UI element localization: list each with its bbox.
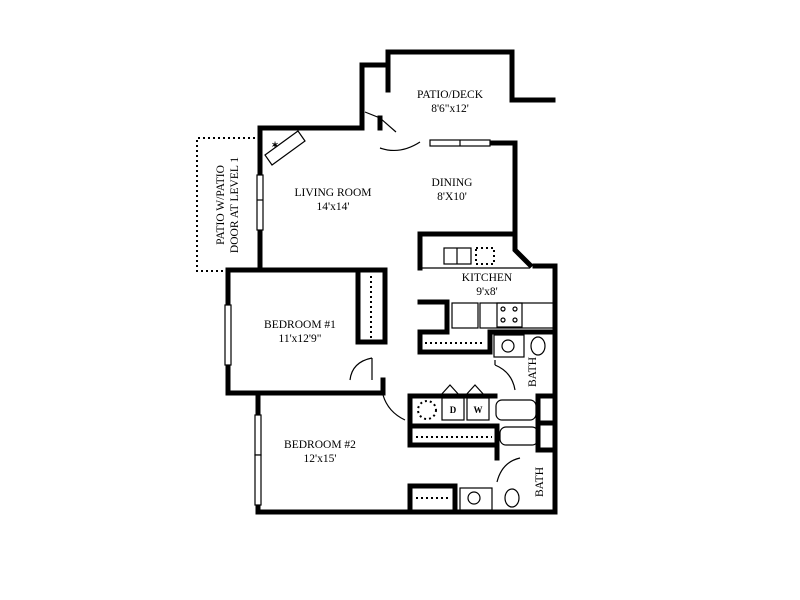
bath2 bbox=[407, 457, 521, 513]
label-bedroom-2: BEDROOM #2 12'x15' bbox=[284, 439, 356, 465]
svg-text:12'x15': 12'x15' bbox=[304, 453, 337, 465]
svg-text:DOOR AT LEVEL 1: DOOR AT LEVEL 1 bbox=[229, 157, 241, 253]
label-patio-deck: PATIO/DECK 8'6"x12' bbox=[417, 89, 484, 115]
svg-text:11'x12'9": 11'x12'9" bbox=[279, 333, 322, 345]
washer-label: W bbox=[474, 405, 483, 415]
hall-closet-2 bbox=[407, 423, 500, 461]
dryer-label: D bbox=[450, 405, 457, 415]
laundry bbox=[407, 384, 498, 428]
patio-sliding-door bbox=[364, 111, 491, 152]
bedroom1-window bbox=[224, 304, 232, 366]
label-bedroom-1: BEDROOM #1 11'x12'9" bbox=[264, 319, 336, 345]
bedroom1-door bbox=[349, 357, 373, 381]
svg-text:9'x8': 9'x8' bbox=[476, 286, 497, 298]
label-dining: DINING 8'X10' bbox=[432, 177, 473, 203]
bedroom2-windows bbox=[254, 414, 262, 506]
bathtubs bbox=[495, 393, 558, 453]
patio-deck-walls bbox=[359, 49, 556, 128]
svg-text:BEDROOM #2: BEDROOM #2 bbox=[284, 439, 356, 451]
svg-text:PATIO/DECK: PATIO/DECK bbox=[417, 89, 484, 101]
svg-text:✶: ✶ bbox=[271, 140, 279, 150]
svg-text:LIVING ROOM: LIVING ROOM bbox=[295, 187, 372, 199]
svg-text:8'6"x12': 8'6"x12' bbox=[431, 103, 469, 115]
label-kitchen: KITCHEN 9'x8' bbox=[462, 272, 513, 298]
svg-text:PATIO W/PATIO: PATIO W/PATIO bbox=[215, 165, 227, 245]
bedroom2-door bbox=[382, 394, 406, 421]
svg-text:8'X10': 8'X10' bbox=[437, 191, 467, 203]
label-living-room: LIVING ROOM 14'x14' bbox=[295, 187, 372, 213]
svg-text:DINING: DINING bbox=[432, 177, 473, 189]
fireplace: ✶ bbox=[264, 130, 306, 166]
bedroom1-closet bbox=[355, 272, 388, 345]
svg-text:KITCHEN: KITCHEN bbox=[462, 272, 513, 284]
svg-text:14'x14': 14'x14' bbox=[317, 201, 350, 213]
kitchen-fixtures bbox=[417, 231, 556, 335]
bath1-and-closets bbox=[417, 329, 558, 391]
label-level1-patio: PATIO W/PATIO DOOR AT LEVEL 1 bbox=[215, 157, 241, 253]
svg-text:BEDROOM #1: BEDROOM #1 bbox=[264, 319, 336, 331]
label-bath-2: BATH bbox=[534, 467, 546, 497]
label-bath-1: BATH bbox=[527, 357, 539, 387]
exterior-walls bbox=[225, 115, 558, 515]
living-room-window bbox=[256, 174, 264, 231]
